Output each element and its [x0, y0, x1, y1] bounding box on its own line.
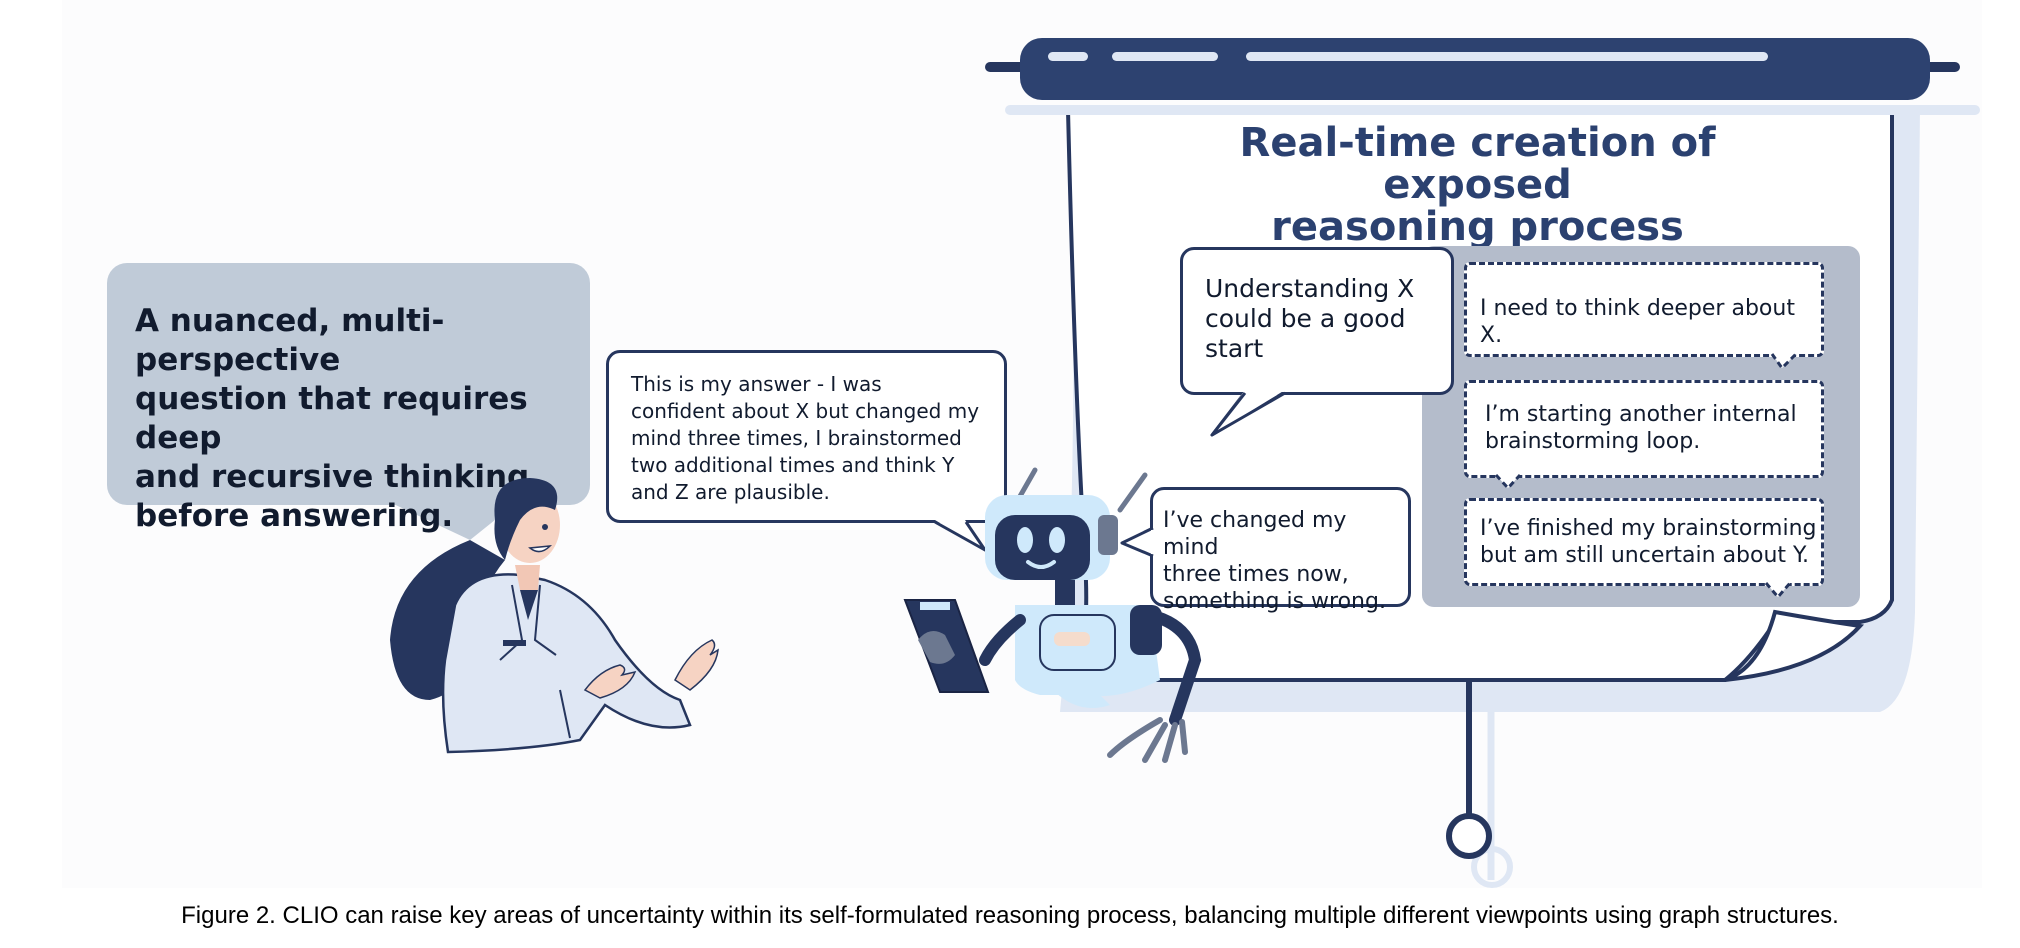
thought-text: I need to think deeper about X.: [1480, 296, 1795, 348]
question-bubble: [107, 263, 590, 505]
thought-bubble-2: I’m starting another internal brainstorm…: [1464, 380, 1824, 478]
screen-curl: [1724, 609, 1864, 682]
figure-caption: Figure 2. CLIO can raise key areas of un…: [181, 902, 1839, 929]
thought-text: I’ve finished my brainstorming but am st…: [1480, 516, 1817, 568]
board-title: Real-time creation of exposed reasoning …: [1239, 120, 1716, 250]
answer-bubble: This is my answer - I was confident abou…: [606, 350, 1007, 523]
thought-text: I’m starting another internal brainstorm…: [1485, 402, 1797, 454]
question-text: A nuanced, multi-perspective question th…: [135, 303, 530, 534]
robot-bubble: I’ve changed my mind three times now, so…: [1150, 487, 1411, 614]
understanding-bubble: Understanding X could be a good start: [1180, 247, 1454, 395]
pull-ring: [1446, 813, 1492, 859]
thought-bubble-1: I need to think deeper about X.: [1464, 262, 1824, 357]
thought-bubble-3: I’ve finished my brainstorming but am st…: [1464, 498, 1824, 586]
